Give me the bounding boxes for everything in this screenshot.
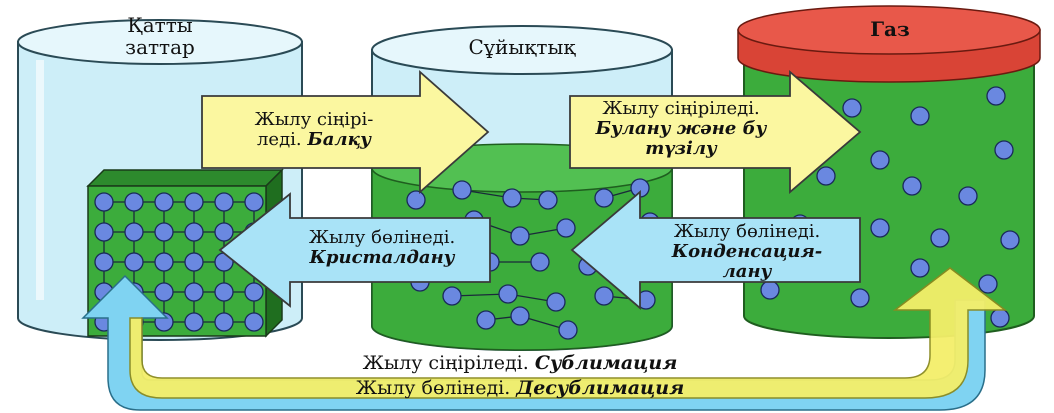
melting-name: Балқу <box>307 129 372 151</box>
gas-particle <box>910 258 930 278</box>
desublimation-label: Жылу бөлінеді. Десублимация <box>200 377 840 399</box>
melting-label: Жылу сіңірі- леді. Балқу <box>214 109 414 150</box>
gas-particle <box>930 228 950 248</box>
liquid-particle <box>594 286 614 306</box>
condensation-name-line1: Конденсация- <box>671 241 823 263</box>
liquid-particle <box>510 226 530 246</box>
gas-particle <box>1000 230 1020 250</box>
gas-particle <box>870 218 890 238</box>
solid-particle <box>154 222 174 242</box>
melting-line1: Жылу сіңірі- <box>254 109 374 130</box>
solid-particle <box>154 192 174 212</box>
liquid-particle <box>546 292 566 312</box>
gas-particle <box>760 280 780 300</box>
gas-beaker <box>737 5 1041 339</box>
liquid-particle <box>502 188 522 208</box>
solid-particle <box>154 282 174 302</box>
solid-particle <box>154 252 174 272</box>
liquid-particle <box>498 284 518 304</box>
solid-particle <box>124 222 144 242</box>
gas-particle <box>978 274 998 294</box>
melting-line2: леді. Балқу <box>214 130 414 150</box>
solid-particle <box>124 192 144 212</box>
liquid-particle <box>538 190 558 210</box>
solid-particle <box>244 312 264 332</box>
gas-particle <box>990 308 1010 328</box>
liquid-particle <box>452 180 472 200</box>
sublimation-prefix: Жылу сіңіріледі. <box>362 352 535 374</box>
solid-beaker <box>17 19 303 341</box>
solid-particle <box>94 192 114 212</box>
evaporation-name-line1: Булану және бу <box>595 118 767 140</box>
crystallization-line1: Жылу бөлінеді. <box>308 227 456 248</box>
sublimation-label: Жылу сіңіріледі. Сублимация <box>200 352 840 374</box>
solid-title-line1: Қатты <box>127 13 193 37</box>
solid-particle <box>184 312 204 332</box>
liquid-beaker <box>371 25 673 351</box>
solid-particle <box>124 252 144 272</box>
condensation-label: Жылу бөлінеді. Конденсация- лану <box>640 221 854 283</box>
liquid-particle <box>558 320 578 340</box>
gas-particle <box>986 86 1006 106</box>
condensation-arrow <box>570 190 861 310</box>
evaporation-arrow <box>569 70 862 194</box>
evaporation-name-line2: түзілу <box>645 138 717 160</box>
liquid-particle <box>476 310 496 330</box>
solid-particle <box>244 192 264 212</box>
liquid-particle <box>530 252 550 272</box>
solid-particle <box>214 282 234 302</box>
gas-particle <box>958 186 978 206</box>
solid-particle <box>184 192 204 212</box>
evaporation-line1: Жылу сіңіріледі. <box>602 98 760 119</box>
gas-lid <box>737 5 1041 83</box>
liquid-particle <box>556 218 576 238</box>
crystallization-label: Жылу бөлінеді. Кристалдану <box>282 227 482 269</box>
desublimation-prefix: Жылу бөлінеді. <box>355 377 517 399</box>
gas-particle <box>994 140 1014 160</box>
solid-particle <box>214 222 234 242</box>
liquid-particle <box>406 190 426 210</box>
solid-particle <box>184 282 204 302</box>
sublimation-name: Сублимация <box>534 352 678 374</box>
melting-line2-prefix: леді. <box>256 129 308 151</box>
desublimation-name: Десублимация <box>516 377 685 399</box>
gas-particle <box>816 166 836 186</box>
solid-particle <box>184 252 204 272</box>
solid-particle <box>214 192 234 212</box>
solid-particle <box>244 282 264 302</box>
condensation-name-line2: лану <box>722 261 772 283</box>
gas-title: Газ <box>870 17 910 41</box>
liquid-particle <box>594 188 614 208</box>
gas-particle <box>870 150 890 170</box>
solid-particle <box>94 222 114 242</box>
liquid-particle <box>442 286 462 306</box>
gas-particle <box>910 106 930 126</box>
gas-particle <box>842 98 862 118</box>
liquid-title: Сұйықтық <box>468 35 576 59</box>
gas-particle <box>850 288 870 308</box>
crystallization-arrow <box>218 192 491 308</box>
solid-title: Қатты заттар <box>100 14 220 59</box>
crystallization-name: Кристалдану <box>309 247 455 269</box>
solid-particle <box>94 252 114 272</box>
condensation-line1: Жылу бөлінеді. <box>673 221 821 242</box>
solid-title-line2: заттар <box>125 35 195 60</box>
solid-particle <box>184 222 204 242</box>
melting-arrow <box>201 70 490 194</box>
liquid-particle <box>510 306 530 326</box>
gas-particle <box>902 176 922 196</box>
evaporation-label: Жылу сіңіріледі. Булану және бу түзілу <box>574 98 788 160</box>
solid-particle <box>214 312 234 332</box>
sublimation-arrow <box>129 267 1008 399</box>
